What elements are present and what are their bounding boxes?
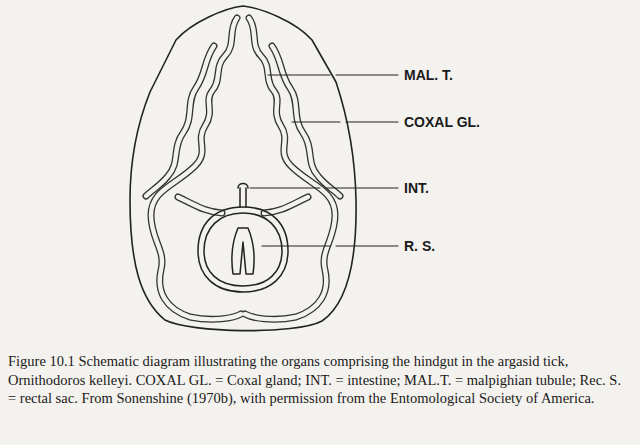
- part-label: INT.: [402, 180, 431, 196]
- rectal-sac: [198, 207, 288, 292]
- part-label: R. S.: [402, 238, 437, 254]
- part-label: MAL. T.: [402, 67, 455, 83]
- tick-body-outline: [130, 6, 356, 331]
- part-label: COXAL GL.: [402, 114, 482, 130]
- figure-caption: Figure 10.1 Schematic diagram illustrati…: [8, 352, 632, 408]
- malpighian-tubule: [151, 18, 335, 319]
- coxal-gland: [146, 46, 340, 196]
- leader-line: [250, 75, 398, 246]
- intestine: [238, 184, 248, 208]
